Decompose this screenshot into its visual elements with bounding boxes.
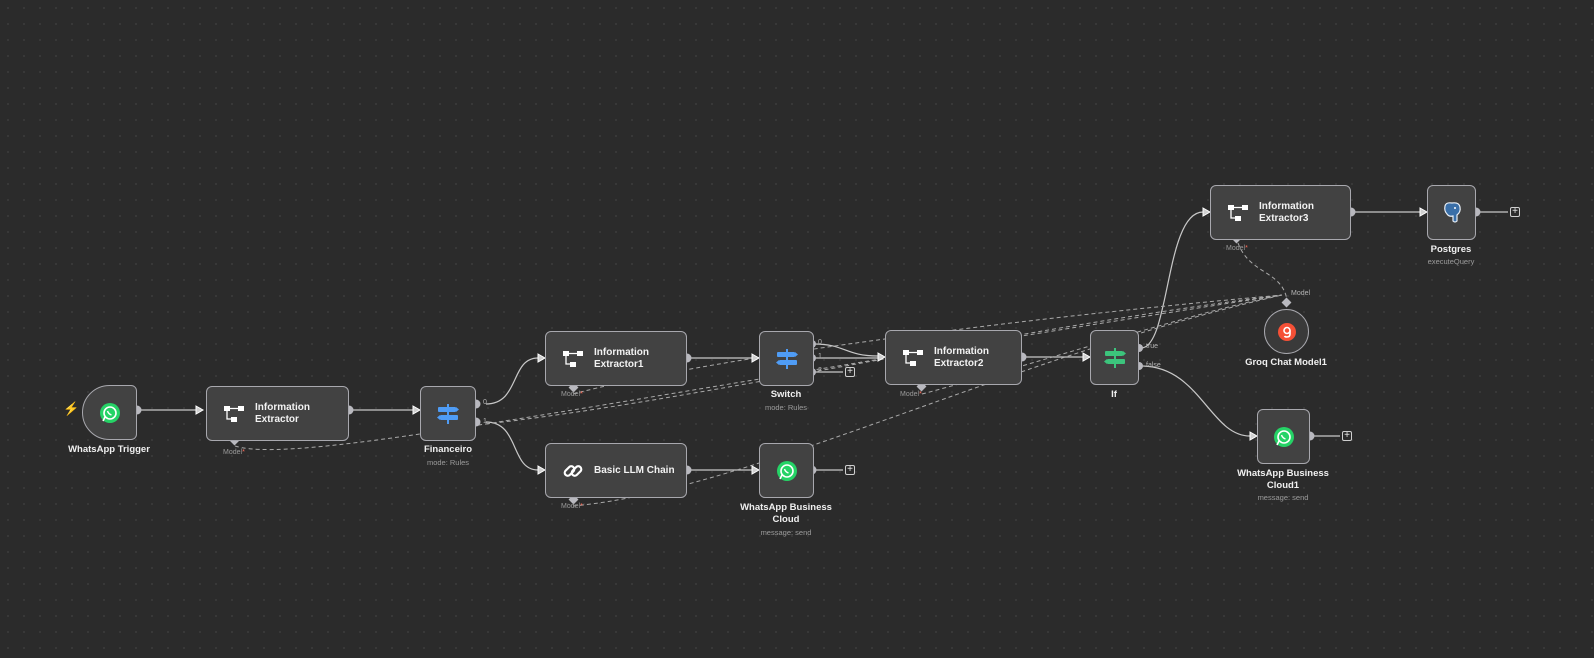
port-label-financeiro-0: 0 (483, 399, 487, 406)
add-node-button-whatsapp1[interactable]: + (1342, 431, 1352, 441)
port-label-switch-2: 2 (818, 367, 822, 374)
caption-groq-chat-model1: Groq Chat Model1 (1245, 357, 1327, 368)
subcaption-whatsapp-business-cloud1: message: send (1257, 493, 1309, 502)
information-extractor-icon (1226, 201, 1250, 225)
whatsapp-icon (1272, 425, 1296, 449)
label-information-extractor2: Information Extractor2 (934, 345, 989, 369)
input-arrow-whatsapp (751, 465, 761, 475)
caption-financeiro: Financeiro (423, 444, 473, 455)
add-node-button-switch[interactable]: + (845, 367, 855, 377)
caption-whatsapp-business-cloud1: WhatsApp Business Cloud1 (1237, 468, 1329, 491)
if-icon (1103, 346, 1127, 370)
input-arrow-extractor3 (1202, 207, 1212, 217)
port-label-switch-0: 0 (818, 339, 822, 346)
model-label-extractor2: Model* (900, 391, 922, 398)
node-financeiro[interactable] (420, 386, 476, 441)
connection-iffalse-whatsapp1 (1140, 365, 1251, 437)
chain-link-icon (561, 459, 585, 483)
label-basic-llm-chain: Basic LLM Chain (594, 464, 675, 476)
input-arrow-if (1082, 352, 1092, 362)
node-whatsapp-trigger[interactable] (82, 385, 137, 440)
caption-switch: Switch (770, 389, 802, 400)
input-arrow-postgres (1419, 207, 1429, 217)
model-handle-groq (1281, 297, 1292, 308)
port-label-groq-model: Model (1291, 290, 1311, 297)
node-switch[interactable] (759, 331, 814, 386)
model-link-financeiro-extra (485, 294, 1283, 425)
model-label-extractor1: Model* (561, 391, 583, 398)
subcaption-whatsapp-business-cloud: message: send (760, 528, 812, 537)
subcaption-postgres: executeQuery (1427, 257, 1475, 266)
input-arrow-switch (751, 353, 761, 363)
caption-whatsapp-business-cloud: WhatsApp Business Cloud (740, 502, 832, 525)
model-label-llmchain: Model* (561, 503, 583, 510)
switch-icon (775, 347, 799, 371)
node-basic-llm-chain[interactable]: Basic LLM Chain (545, 443, 687, 498)
port-label-switch-1: 1 (818, 353, 822, 360)
node-information-extractor1[interactable]: Information Extractor1 (545, 331, 687, 386)
model-label-extractor: Model* (223, 449, 245, 456)
node-whatsapp-business-cloud1[interactable] (1257, 409, 1310, 464)
input-arrow-financeiro (412, 405, 422, 415)
whatsapp-icon (98, 401, 122, 425)
caption-if: If (1111, 389, 1117, 400)
add-node-button-whatsapp[interactable]: + (845, 465, 855, 475)
information-extractor-icon (901, 346, 925, 370)
caption-whatsapp-trigger: WhatsApp Trigger (68, 444, 150, 455)
add-node-button-postgres[interactable]: + (1510, 207, 1520, 217)
label-information-extractor1: Information Extractor1 (594, 346, 649, 370)
model-link-llmchain (572, 294, 1283, 507)
label-information-extractor: Information Extractor (255, 401, 310, 425)
switch-icon (436, 402, 460, 426)
caption-postgres: Postgres (1430, 244, 1472, 255)
input-arrow-llmchain (537, 465, 547, 475)
trigger-bolt-icon: ⚡ (63, 401, 80, 416)
connection-switch0-extractor2 (813, 343, 879, 357)
input-arrow-extractor (195, 405, 205, 415)
subcaption-financeiro: mode: Rules (426, 458, 470, 467)
model-label-extractor3: Model* (1226, 245, 1248, 252)
node-information-extractor[interactable]: Information Extractor (206, 386, 349, 441)
node-information-extractor2[interactable]: Information Extractor2 (885, 330, 1022, 385)
port-label-financeiro-1: 1 (483, 418, 487, 425)
node-information-extractor3[interactable]: Information Extractor3 (1210, 185, 1351, 240)
input-arrow-whatsapp1 (1249, 431, 1259, 441)
information-extractor-icon (222, 402, 246, 426)
node-if[interactable] (1090, 330, 1139, 385)
groq-icon (1275, 320, 1299, 344)
connection-financeiro-llmchain (485, 421, 539, 471)
node-postgres[interactable] (1427, 185, 1476, 240)
port-label-if-false: false (1146, 362, 1161, 369)
input-arrow-extractor1 (537, 353, 547, 363)
postgres-elephant-icon (1440, 201, 1464, 225)
whatsapp-icon (775, 459, 799, 483)
subcaption-switch: mode: Rules (764, 403, 808, 412)
node-whatsapp-business-cloud[interactable] (759, 443, 814, 498)
port-label-if-true: true (1146, 343, 1159, 350)
information-extractor-icon (561, 347, 585, 371)
node-groq-chat-model1[interactable] (1264, 309, 1309, 354)
input-arrow-extractor2 (877, 352, 887, 362)
connection-financeiro-extractor1 (485, 357, 539, 405)
model-link-extractor3 (1237, 242, 1288, 301)
connection-iftrue-extractor3 (1140, 211, 1204, 349)
label-information-extractor3: Information Extractor3 (1259, 200, 1314, 224)
